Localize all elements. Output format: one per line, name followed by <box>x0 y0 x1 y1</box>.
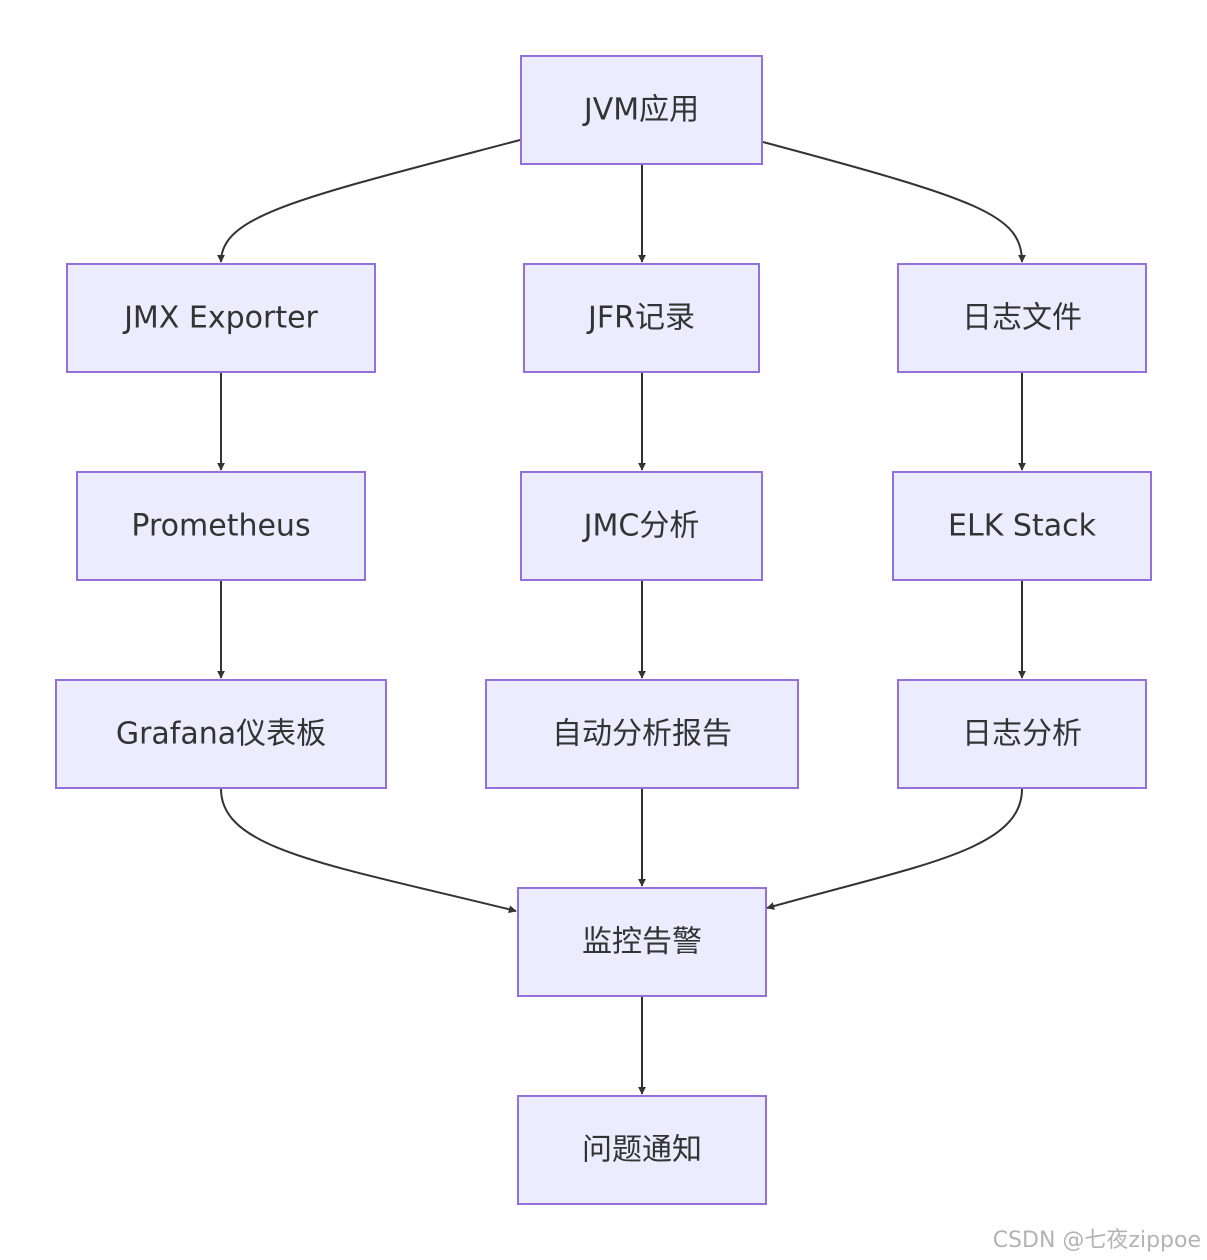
node-elk-stack-label: ELK Stack <box>948 509 1097 544</box>
node-jmx-exporter-label: JMX Exporter <box>122 301 318 336</box>
edge-jvm-to-log-files <box>762 141 1026 263</box>
edge-grafana-to-monitor-alert <box>220 788 517 914</box>
node-auto-report: 自动分析报告 <box>485 679 799 789</box>
node-prometheus-label: Prometheus <box>131 509 310 544</box>
node-log-analysis: 日志分析 <box>897 679 1147 789</box>
watermark: CSDN @七夜zippoe <box>992 1228 1201 1253</box>
node-jfr-record-label: JFR记录 <box>586 301 695 336</box>
node-jmx-exporter: JMX Exporter <box>66 263 376 373</box>
node-log-files-label: 日志文件 <box>962 301 1082 336</box>
node-log-files: 日志文件 <box>897 263 1147 373</box>
node-auto-report-label: 自动分析报告 <box>552 717 732 752</box>
node-jvm-app: JVM应用 <box>520 55 763 165</box>
node-elk-stack: ELK Stack <box>892 471 1152 581</box>
edges <box>217 139 1026 1095</box>
node-grafana-dashboard: Grafana仪表板 <box>55 679 387 789</box>
node-log-analysis-label: 日志分析 <box>962 717 1082 752</box>
node-monitor-alert-label: 监控告警 <box>582 925 702 960</box>
node-prometheus: Prometheus <box>76 471 366 581</box>
edge-log-analysis-to-monitor-alert <box>766 788 1023 910</box>
edge-jvm-to-jmx-exporter <box>217 139 521 263</box>
node-grafana-dashboard-label: Grafana仪表板 <box>116 717 326 752</box>
node-jfr-record: JFR记录 <box>523 263 760 373</box>
node-issue-notify: 问题通知 <box>517 1095 767 1205</box>
node-jmc-analysis-label: JMC分析 <box>582 509 700 544</box>
node-monitor-alert: 监控告警 <box>517 887 767 997</box>
node-issue-notify-label: 问题通知 <box>582 1133 702 1168</box>
node-jmc-analysis: JMC分析 <box>520 471 763 581</box>
node-jvm-app-label: JVM应用 <box>582 93 699 128</box>
